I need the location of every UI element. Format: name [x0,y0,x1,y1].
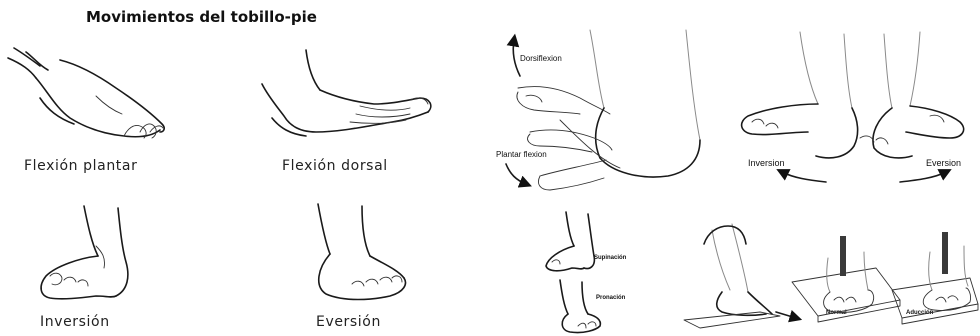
adduction-plate-drawing [892,232,978,324]
plantar-flexion-arrow [506,164,526,184]
normal-plate-drawing [792,236,900,322]
inversion-eversion-feet-drawing [742,32,964,158]
eversion-foot-drawing [318,204,405,300]
eversion-arrow [900,172,946,182]
dorsal-flexion-foot-drawing [262,50,431,136]
dorsiflexion-arrow [513,40,520,76]
pronation-foot-drawing [560,280,600,333]
supination-foot-drawing [546,212,594,271]
inversion-arrow [782,172,826,182]
dorsi-plantar-foot-drawing [517,30,700,190]
gait-leg-drawing [684,224,796,328]
inversion-foot-drawing [41,206,128,299]
plantar-flexion-foot-drawing [8,48,164,138]
